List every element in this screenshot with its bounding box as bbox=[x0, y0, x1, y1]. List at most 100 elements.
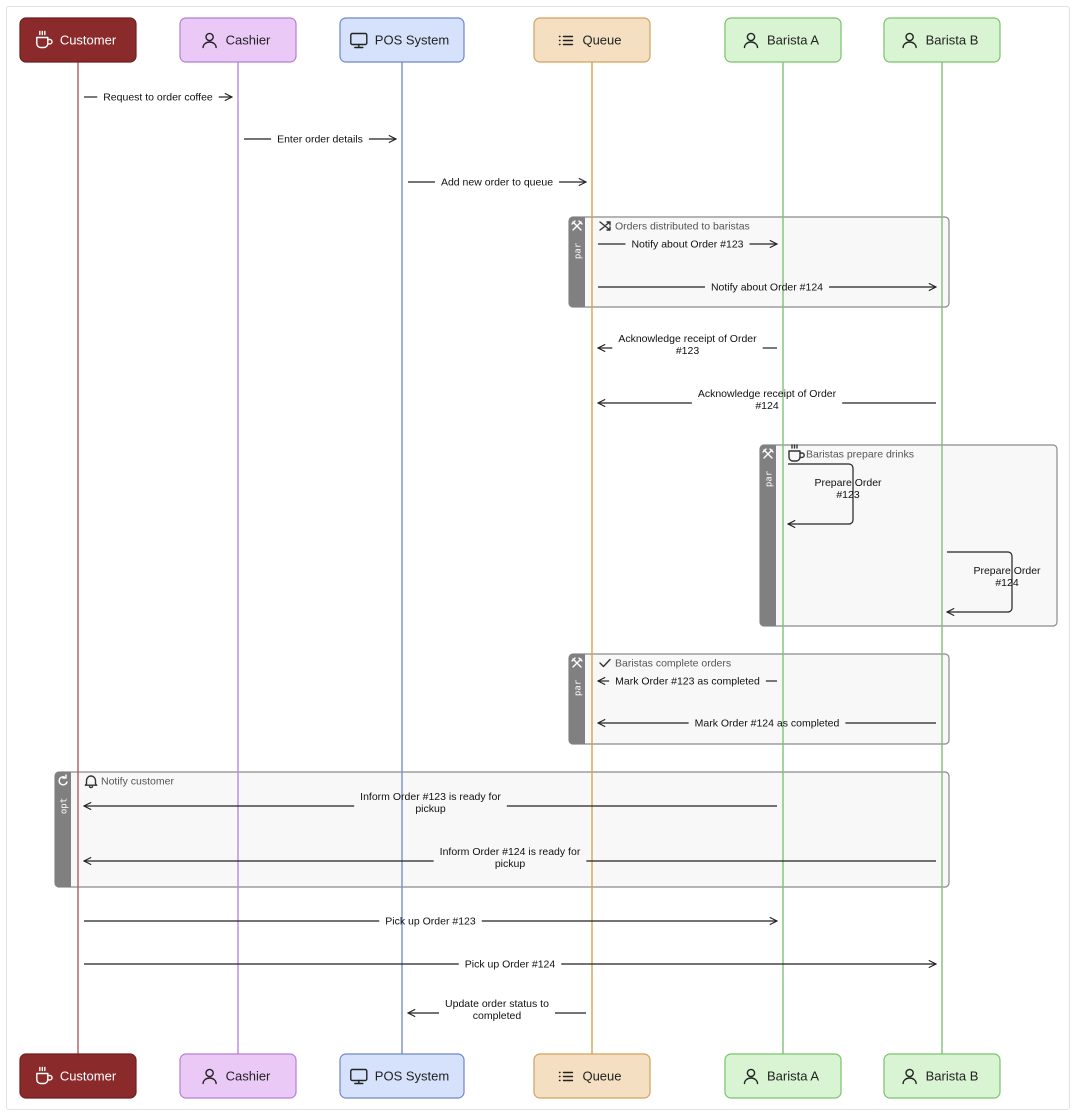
message-label: Add new order to queue bbox=[441, 177, 553, 189]
fragment-par: par Orders distributed to baristas bbox=[568, 216, 950, 308]
message-arrow: Prepare Order#124 bbox=[947, 551, 1041, 612]
participant-label: Cashier bbox=[226, 33, 271, 48]
message-label: Enter order details bbox=[277, 134, 363, 146]
participant-pos-top[interactable]: POS System bbox=[339, 17, 465, 63]
message-label: completed bbox=[473, 1010, 522, 1022]
message-arrow: Pick up Order #123 bbox=[84, 916, 777, 928]
participant-label: Queue bbox=[582, 33, 621, 48]
fragment-kind-label: par bbox=[765, 470, 775, 487]
message-arrow: Request to order coffee bbox=[84, 92, 232, 104]
message-label: Prepare Order bbox=[973, 565, 1041, 577]
participant-customer-bottom[interactable]: Customer bbox=[19, 1053, 137, 1099]
participant-label: POS System bbox=[375, 33, 449, 48]
participant-label: Barista B bbox=[926, 33, 979, 48]
participant-label: Barista B bbox=[926, 1069, 979, 1084]
message-arrow: Pick up Order #124 bbox=[84, 959, 936, 971]
fragment-title: Baristas prepare drinks bbox=[806, 449, 914, 461]
message-arrow: Enter order details bbox=[244, 134, 396, 146]
message-arrow: Add new order to queue bbox=[408, 177, 586, 189]
fragment-title: Orders distributed to baristas bbox=[615, 221, 750, 233]
message-label: Notify about Order #124 bbox=[711, 282, 823, 294]
message-label: Pick up Order #124 bbox=[465, 959, 556, 971]
participant-customer-top[interactable]: Customer bbox=[19, 17, 137, 63]
message-label: Mark Order #124 as completed bbox=[695, 718, 840, 730]
participant-label: Customer bbox=[60, 1069, 117, 1084]
participant-baristaA-top[interactable]: Barista A bbox=[724, 17, 842, 63]
loop-arrow-icon bbox=[58, 774, 68, 786]
participant-label: Customer bbox=[60, 33, 117, 48]
fragment-kind-label: par bbox=[574, 679, 584, 696]
crossed-tools-icon bbox=[762, 448, 774, 459]
message-label: pickup bbox=[495, 858, 526, 870]
message-label: #124 bbox=[995, 577, 1019, 589]
participant-queue-bottom[interactable]: Queue bbox=[533, 1053, 651, 1099]
fragment-opt: opt Notify customer bbox=[54, 771, 950, 888]
message-arrow: Mark Order #124 as completed bbox=[598, 718, 936, 730]
coffee-cup-icon bbox=[36, 1066, 53, 1085]
message-label: Prepare Order bbox=[814, 477, 882, 489]
message-arrow: Prepare Order#123 bbox=[788, 463, 882, 524]
message-arrow: Mark Order #123 as completed bbox=[598, 676, 777, 688]
message-label: pickup bbox=[415, 803, 446, 815]
monitor-icon bbox=[350, 1068, 368, 1085]
message-label: Inform Order #123 is ready for bbox=[360, 791, 501, 803]
message-label: #124 bbox=[755, 400, 779, 412]
participant-cashier-top[interactable]: Cashier bbox=[179, 17, 297, 63]
person-icon bbox=[202, 32, 217, 49]
coffee-cup-icon bbox=[788, 444, 805, 462]
fragment-title: Notify customer bbox=[101, 776, 174, 788]
person-icon bbox=[902, 32, 917, 49]
fragment-kind-label: opt bbox=[60, 798, 70, 814]
message-label: Request to order coffee bbox=[103, 92, 213, 104]
lifelines-layer bbox=[77, 62, 943, 1054]
message-label: Pick up Order #123 bbox=[385, 916, 476, 928]
message-arrow: Acknowledge receipt of Order#124 bbox=[598, 388, 936, 412]
participant-label: Barista A bbox=[767, 1069, 819, 1084]
message-arrow: Notify about Order #123 bbox=[598, 239, 777, 251]
message-label: Acknowledge receipt of Order bbox=[618, 333, 757, 345]
message-label: Inform Order #124 is ready for bbox=[440, 846, 581, 858]
participant-baristaA-bottom[interactable]: Barista A bbox=[724, 1053, 842, 1099]
message-label: Mark Order #123 as completed bbox=[615, 676, 760, 688]
coffee-cup-icon bbox=[36, 30, 53, 49]
person-icon bbox=[743, 32, 759, 49]
fragment-kind-label: par bbox=[574, 242, 584, 259]
message-arrow: Notify about Order #124 bbox=[598, 282, 936, 294]
person-icon bbox=[202, 1068, 217, 1085]
fragment-title: Baristas complete orders bbox=[615, 658, 731, 670]
message-label: Acknowledge receipt of Order bbox=[698, 388, 837, 400]
person-icon bbox=[743, 1068, 759, 1085]
crossed-tools-icon bbox=[571, 220, 583, 231]
list-icon bbox=[558, 1071, 574, 1082]
fragment-par: par Baristas complete orders bbox=[568, 653, 950, 745]
bell-icon bbox=[84, 775, 98, 789]
person-icon bbox=[902, 1068, 917, 1085]
check-icon bbox=[599, 658, 611, 668]
monitor-icon bbox=[350, 32, 368, 49]
participant-baristaB-top[interactable]: Barista B bbox=[883, 17, 1001, 63]
fragment-par: par Baristas prepare drinks bbox=[759, 444, 1058, 627]
participant-baristaB-bottom[interactable]: Barista B bbox=[883, 1053, 1001, 1099]
participant-label: Barista A bbox=[767, 33, 819, 48]
participant-label: Cashier bbox=[226, 1069, 271, 1084]
participant-label: Queue bbox=[582, 1069, 621, 1084]
message-label: Update order status to bbox=[445, 998, 549, 1010]
shuffle-icon bbox=[599, 221, 611, 231]
message-label: #123 bbox=[836, 489, 860, 501]
participant-pos-bottom[interactable]: POS System bbox=[339, 1053, 465, 1099]
list-icon bbox=[558, 35, 574, 46]
message-label: #123 bbox=[676, 345, 700, 357]
participant-queue-top[interactable]: Queue bbox=[533, 17, 651, 63]
crossed-tools-icon bbox=[571, 657, 583, 668]
message-arrow: Acknowledge receipt of Order#123 bbox=[598, 333, 777, 357]
participant-cashier-bottom[interactable]: Cashier bbox=[179, 1053, 297, 1099]
message-label: Notify about Order #123 bbox=[631, 239, 743, 251]
